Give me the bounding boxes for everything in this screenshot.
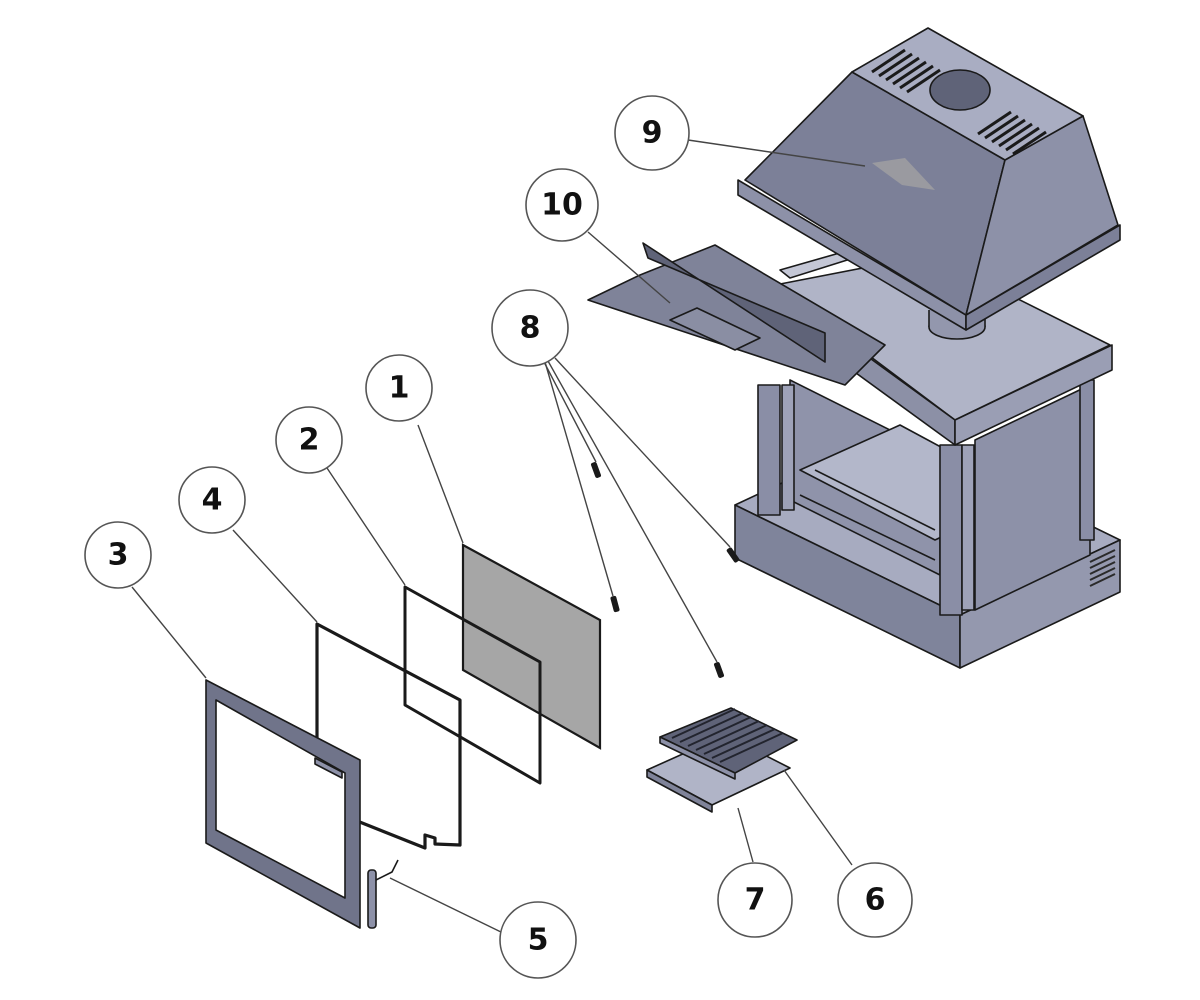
column-right [1079, 379, 1095, 541]
callout-9: 9 [614, 95, 690, 171]
door-frame-slot [314, 757, 343, 779]
column-front [939, 444, 963, 616]
callout-5: 5 [499, 901, 577, 979]
glass-panel [461, 543, 602, 750]
callout-7: 7 [717, 862, 793, 938]
screw [610, 595, 620, 613]
side-panel [974, 384, 1091, 611]
callout-label: 6 [865, 883, 886, 918]
handle-bar [367, 869, 377, 929]
screw [726, 547, 740, 563]
screw [591, 462, 601, 478]
column-left-2 [781, 384, 795, 511]
grate-front [659, 736, 736, 780]
baffle-cutout [669, 307, 761, 351]
door-frame-window [215, 699, 346, 899]
grate [659, 707, 798, 780]
inner-gasket [403, 585, 542, 785]
door-handle [367, 859, 399, 929]
column-front-2 [961, 444, 975, 611]
screw [714, 662, 724, 678]
baffle-plate [587, 242, 886, 386]
callout-6: 6 [837, 862, 913, 938]
callout-1: 1 [365, 354, 433, 422]
handle-latch [375, 859, 399, 881]
callout-label: 8 [520, 311, 541, 346]
baffle-wall [642, 242, 826, 363]
callout-label: 5 [528, 923, 549, 958]
callout-4: 4 [178, 466, 246, 534]
callout-10: 10 [525, 168, 599, 242]
ash-tray-front [646, 769, 713, 813]
callout-2: 2 [275, 406, 343, 474]
callout-label: 3 [108, 538, 129, 573]
callout-label: 9 [642, 116, 663, 151]
top-plate-side [954, 344, 1113, 446]
base-vent-icon [1089, 549, 1116, 587]
callout-8: 8 [491, 289, 569, 367]
fireplace-body [734, 249, 1121, 669]
callout-label: 2 [299, 423, 320, 458]
hood [737, 27, 1121, 331]
leader-lines [131, 139, 866, 934]
callout-label: 4 [202, 483, 223, 518]
hood-flue-opening [929, 69, 991, 111]
hood-vent-icon [871, 48, 1047, 156]
callout-label: 1 [389, 371, 410, 406]
screws [591, 462, 740, 678]
callout-label: 7 [745, 883, 766, 918]
hood-logo [872, 158, 935, 190]
callout-label: 10 [541, 188, 583, 223]
callout-3: 3 [84, 521, 152, 589]
column-left [757, 384, 781, 516]
door-frame [205, 679, 361, 929]
